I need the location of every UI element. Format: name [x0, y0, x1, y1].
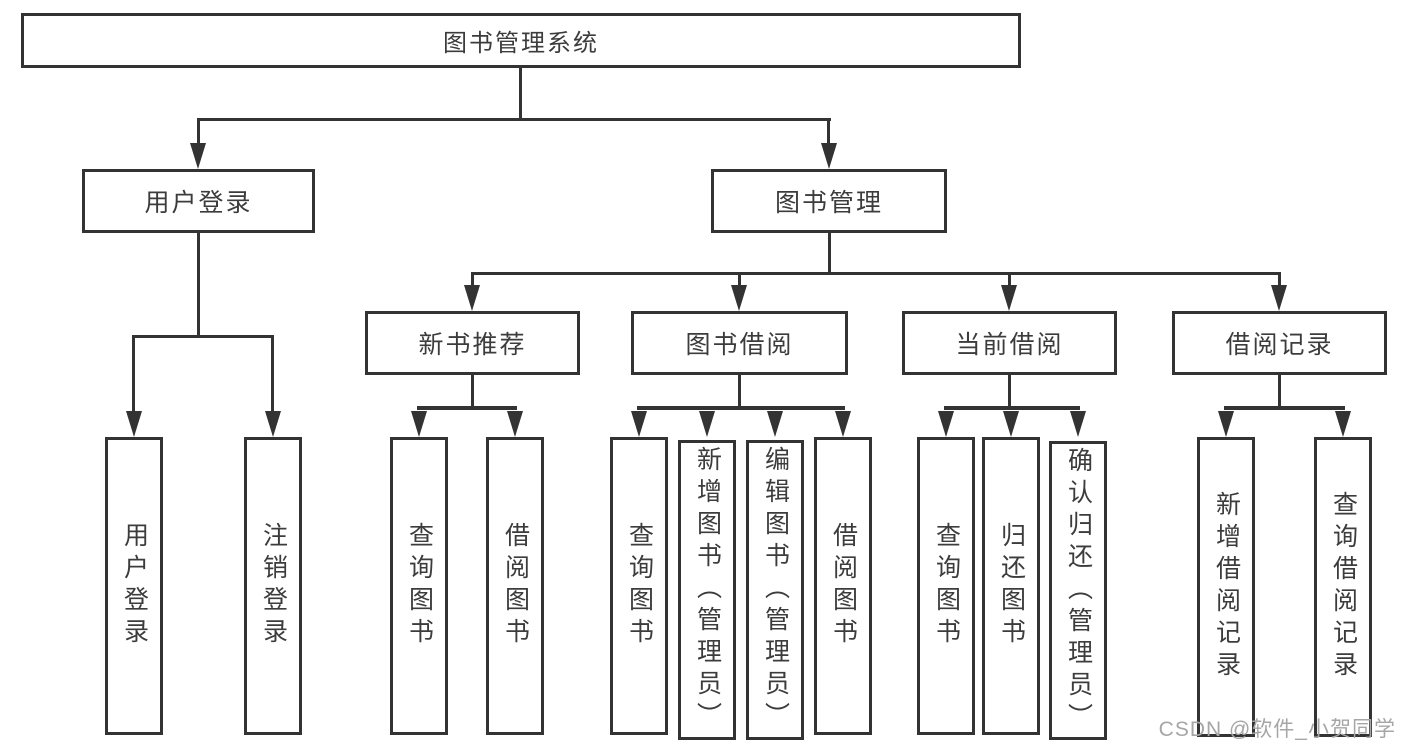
edge-book-borrow-drop	[738, 375, 741, 406]
leaf-book-borrow-0: 查询图书	[610, 437, 668, 735]
edge-root-rail	[197, 118, 831, 121]
arrow-down-icon	[835, 411, 851, 437]
node-borrow-record: 借阅记录	[1172, 311, 1387, 375]
arrow-down-icon	[767, 411, 783, 437]
arrow-down-icon	[938, 411, 954, 437]
edge-user-login-leaf0-stem	[132, 338, 135, 413]
edge-root-book-mgmt-stem	[827, 121, 830, 145]
leaf-user-login-1-label: 注销登录	[259, 522, 288, 650]
edge-current-borrow-drop	[1008, 375, 1011, 406]
arrow-down-icon	[821, 143, 837, 169]
arrow-down-icon	[190, 143, 206, 169]
leaf-book-borrow-1: 新增图书（管理员）	[678, 440, 736, 740]
edge-borrow-record-stem	[1278, 275, 1281, 287]
leaf-current-borrow-2-label: 确认归还（管理员）	[1064, 446, 1093, 735]
csdn-watermark: CSDN @软件_小贺同学	[1158, 718, 1396, 741]
leaf-user-login-1: 注销登录	[244, 437, 302, 735]
edge-user-login-drop	[197, 233, 200, 335]
node-current-borrow-label: 当前借阅	[955, 331, 1064, 359]
leaf-book-borrow-2-label: 编辑图书（管理员）	[761, 446, 790, 734]
arrow-down-icon	[1070, 411, 1086, 437]
leaf-borrow-record-1: 查询借阅记录	[1314, 437, 1372, 737]
arrow-down-icon	[1003, 411, 1019, 437]
leaf-new-book-1: 借阅图书	[486, 437, 544, 735]
edge-new-book-drop	[471, 375, 474, 406]
leaf-book-borrow-3-label: 借阅图书	[829, 522, 858, 650]
arrow-down-icon	[1218, 411, 1234, 437]
leaf-book-borrow-0-label: 查询图书	[625, 522, 654, 650]
edge-new-book-stem	[471, 275, 474, 287]
node-book-mgmt-label: 图书管理	[774, 189, 883, 217]
arrow-down-icon	[1271, 285, 1287, 311]
edge-new-book-rail	[417, 406, 517, 410]
node-new-book: 新书推荐	[365, 311, 580, 375]
edge-book-borrow-rail	[637, 406, 845, 410]
leaf-borrow-record-0-label: 新增借阅记录	[1212, 491, 1241, 683]
node-user-login-label: 用户登录	[144, 189, 253, 217]
edge-root-user-login-stem	[197, 121, 200, 145]
arrow-down-icon	[265, 411, 281, 437]
arrow-down-icon	[411, 411, 427, 437]
arrow-down-icon	[699, 411, 715, 437]
leaf-borrow-record-0: 新增借阅记录	[1197, 437, 1255, 737]
arrow-down-icon	[464, 285, 480, 311]
node-borrow-record-label: 借阅记录	[1225, 331, 1334, 359]
leaf-new-book-0: 查询图书	[390, 437, 448, 735]
node-root-label: 图书管理系统	[443, 30, 599, 57]
leaf-current-borrow-2: 确认归还（管理员）	[1049, 441, 1107, 740]
edge-root-drop	[519, 68, 522, 118]
leaf-current-borrow-0: 查询图书	[917, 437, 975, 735]
node-new-book-label: 新书推荐	[418, 331, 527, 359]
edge-borrow-record-drop	[1278, 375, 1281, 406]
arrow-down-icon	[731, 285, 747, 311]
arrow-down-icon	[1335, 411, 1351, 437]
node-root: 图书管理系统	[21, 13, 1021, 68]
edge-current-borrow-rail	[944, 406, 1080, 410]
leaf-current-borrow-1: 归还图书	[982, 437, 1040, 735]
edge-book-mgmt-rail	[471, 272, 1281, 275]
leaf-user-login-0: 用户登录	[105, 437, 163, 735]
node-current-borrow: 当前借阅	[902, 311, 1117, 375]
edge-book-borrow-stem	[738, 275, 741, 287]
node-book-borrow-label: 图书借阅	[685, 331, 794, 359]
edge-current-borrow-stem	[1008, 275, 1011, 287]
arrow-down-icon	[1001, 285, 1017, 311]
leaf-borrow-record-1-label: 查询借阅记录	[1329, 491, 1358, 683]
edge-user-login-rail	[132, 335, 274, 338]
leaf-book-borrow-2: 编辑图书（管理员）	[746, 440, 804, 740]
leaf-new-book-1-label: 借阅图书	[501, 522, 530, 650]
node-book-borrow: 图书借阅	[631, 311, 848, 375]
leaf-current-borrow-0-label: 查询图书	[932, 522, 961, 650]
arrow-down-icon	[126, 411, 142, 437]
arrow-down-icon	[507, 411, 523, 437]
edge-borrow-record-rail	[1224, 406, 1345, 410]
node-user-login: 用户登录	[82, 169, 315, 233]
arrow-down-icon	[631, 411, 647, 437]
leaf-book-borrow-1-label: 新增图书（管理员）	[693, 446, 722, 734]
edge-book-mgmt-drop	[828, 233, 831, 272]
leaf-user-login-0-label: 用户登录	[120, 522, 149, 650]
leaf-book-borrow-3: 借阅图书	[814, 437, 872, 735]
leaf-new-book-0-label: 查询图书	[405, 522, 434, 650]
node-book-mgmt: 图书管理	[711, 169, 947, 233]
edge-user-login-leaf1-stem	[271, 338, 274, 413]
leaf-current-borrow-1-label: 归还图书	[997, 522, 1026, 650]
